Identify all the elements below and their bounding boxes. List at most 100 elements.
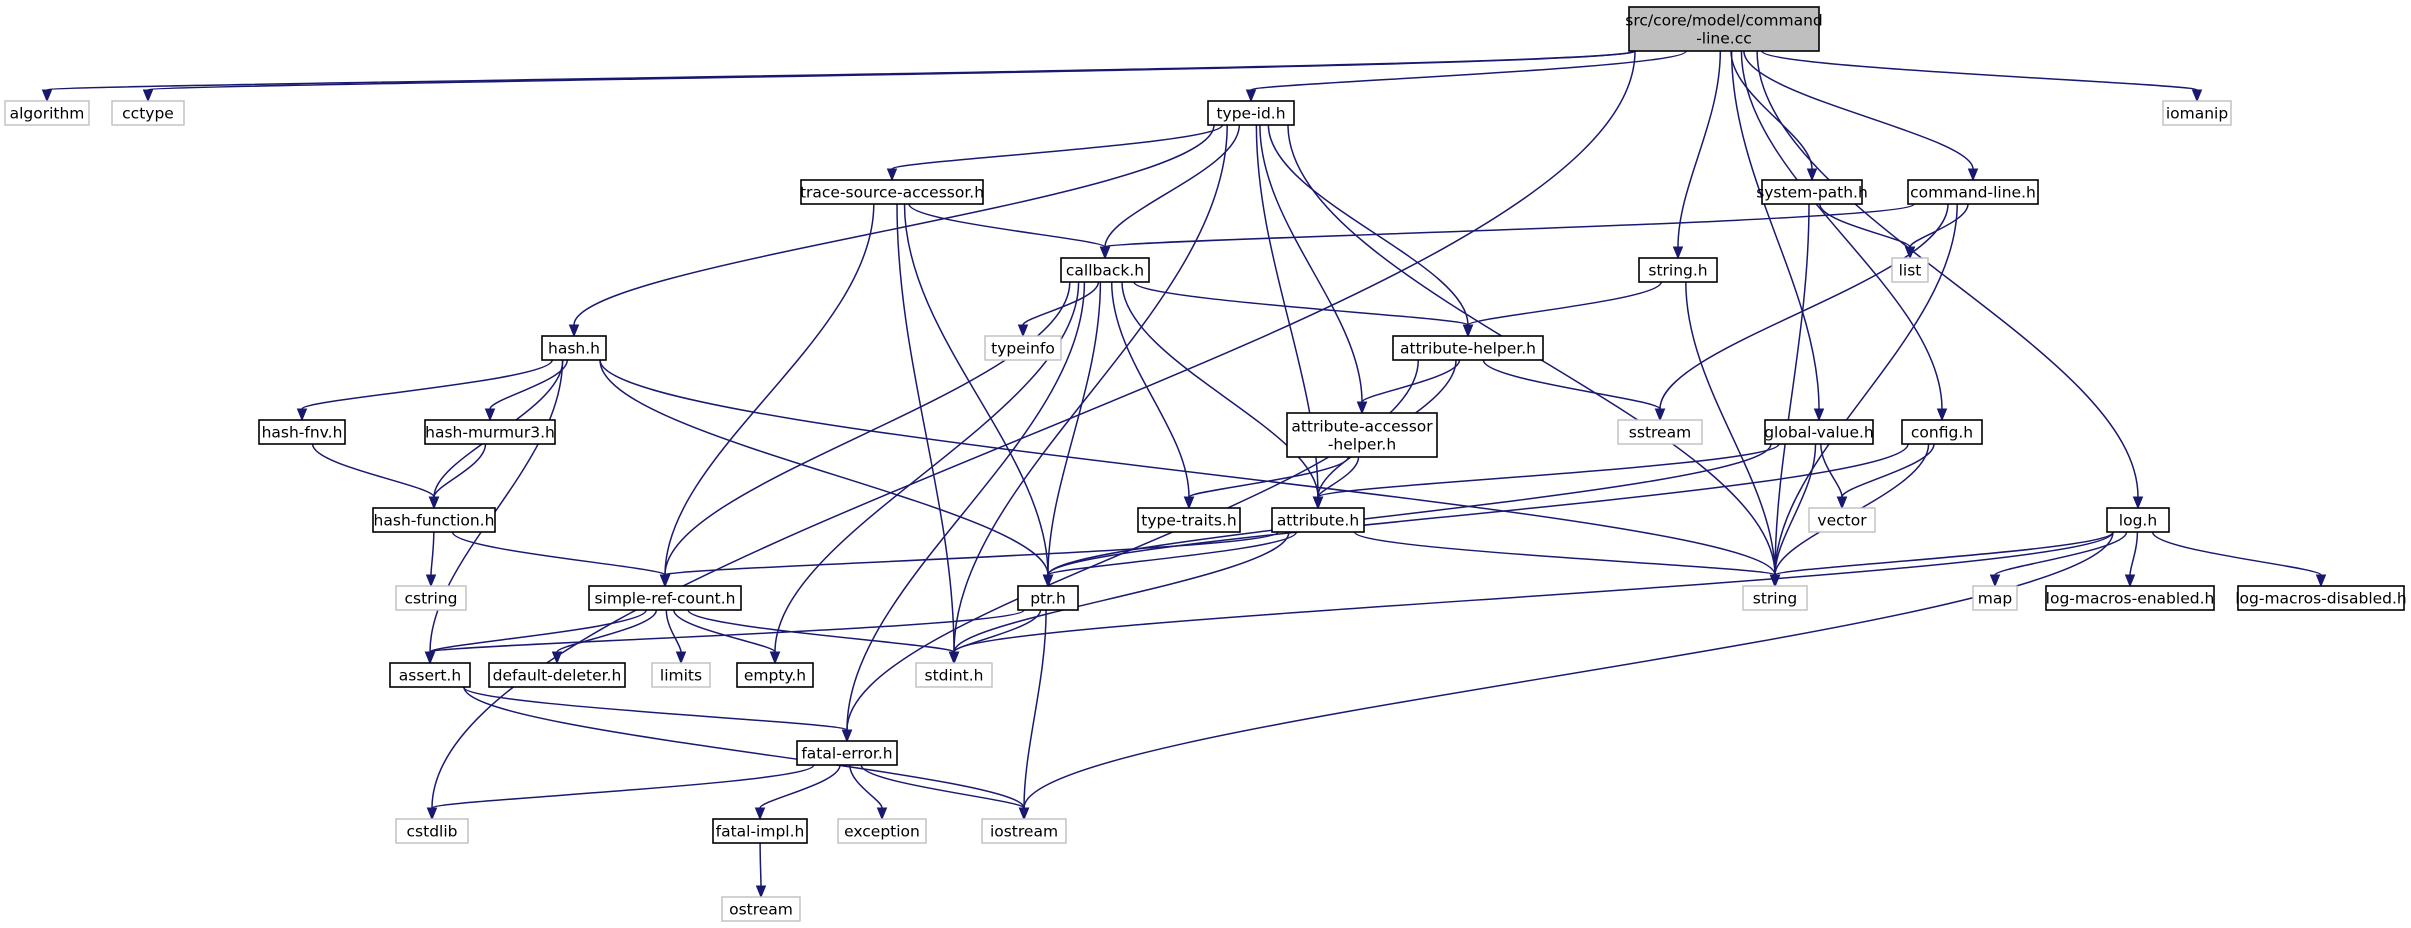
node-label: iomanip (2166, 105, 2228, 123)
node-string_h[interactable]: string.h (1638, 257, 1718, 283)
node-box (736, 662, 814, 688)
node-box (258, 419, 346, 445)
node-empty[interactable]: empty.h (736, 662, 814, 688)
node-box (1017, 585, 1079, 611)
node-label: cctype (122, 105, 174, 123)
node-box (1628, 6, 1820, 52)
node-box (796, 740, 898, 766)
node-attribute_accessor_helper[interactable]: attribute-accessor-helper.h (1286, 412, 1438, 458)
node-box (1891, 257, 1929, 283)
node-callback[interactable]: callback.h (1060, 257, 1150, 283)
node-hash_function[interactable]: hash-function.h (372, 507, 496, 533)
node-config[interactable]: config.h (1901, 419, 1983, 445)
edge-root-to-global_value (1730, 50, 1825, 422)
node-command_line[interactable]: command-line.h (1907, 179, 2039, 205)
edge-config-to-vector (1836, 443, 1935, 510)
node-label: ptr.h (1030, 590, 1066, 608)
node-ptr[interactable]: ptr.h (1017, 585, 1079, 611)
node-label: string.h (1648, 262, 1707, 280)
node-hash_fnv[interactable]: hash-fnv.h (258, 419, 346, 445)
node-type_traits[interactable]: type-traits.h (1137, 507, 1241, 533)
edge-system_path-to-list (1819, 203, 1916, 260)
node-attribute_helper[interactable]: attribute-helper.h (1392, 335, 1544, 361)
edge-simple_ref_count-to-limits (665, 609, 687, 665)
node-default_deleter[interactable]: default-deleter.h (488, 662, 626, 688)
edge-global_value-to-attribute (1312, 443, 1780, 510)
edge-log-to-log_macros_enabled (2124, 531, 2139, 588)
edge-root-to-system_path (1730, 50, 1818, 182)
edge-fatal_error-to-cstdlib (426, 764, 815, 821)
edge-log-to-log_macros_disabled (2151, 531, 2327, 588)
node-box (915, 662, 993, 688)
edge-root-to-cstdlib (426, 50, 1636, 821)
node-log_macros_disabled[interactable]: log-macros-disabled.h (2235, 585, 2407, 611)
node-attribute[interactable]: attribute.h (1271, 507, 1365, 533)
edge-ptr-to-assert (424, 609, 1025, 665)
edge-root-to-iomanip (1761, 50, 2203, 103)
node-box (1808, 507, 1876, 533)
edge-hash_murmur3-to-hash_function (428, 443, 487, 510)
node-box (981, 818, 1067, 844)
node-label: hash-function.h (374, 512, 495, 530)
edge-callback-to-typeinfo (1017, 281, 1100, 338)
node-label: cstdlib (407, 823, 458, 841)
edge-root-to-type_id (1245, 50, 1687, 103)
edge-fatal_error-to-iostream (860, 764, 1030, 821)
node-exception: exception (837, 818, 927, 844)
edge-callback-to-simple_ref_count (659, 281, 1071, 588)
edge-callback-to-attribute_helper (1133, 281, 1474, 338)
node-label: trace-source-accessor.h (800, 184, 984, 202)
edge-log-to-string_std (1769, 531, 2114, 588)
node-box (1286, 412, 1438, 458)
node-label: map (1978, 590, 2012, 608)
node-box (1060, 257, 1150, 283)
node-type_id[interactable]: type-id.h (1207, 100, 1295, 126)
node-global_value[interactable]: global-value.h (1764, 419, 1874, 445)
node-system_path[interactable]: system-path.h (1756, 179, 1868, 205)
node-label: hash.h (548, 340, 600, 358)
edge-hash-to-hash_fnv (296, 359, 553, 422)
node-box (1901, 419, 1983, 445)
node-hash[interactable]: hash.h (541, 335, 607, 361)
edge-layer (41, 50, 2327, 899)
edge-simple_ref_count-to-default_deleter (551, 609, 658, 665)
edge-hash_function-to-simple_ref_count (451, 531, 671, 588)
node-box (111, 100, 185, 126)
edge-trace_source_accessor-to-stdint (896, 203, 960, 665)
node-label: fatal-error.h (801, 745, 892, 763)
node-stdint: stdint.h (915, 662, 993, 688)
node-label: cstring (404, 590, 457, 608)
node-box (4, 100, 90, 126)
edge-assert-to-fatal_error (462, 686, 853, 743)
node-box (712, 818, 808, 844)
node-map: map (1972, 585, 2018, 611)
node-box (1638, 257, 1718, 283)
node-label: type-id.h (1216, 105, 1285, 123)
node-list: list (1891, 257, 1929, 283)
node-cstring: cstring (395, 585, 467, 611)
node-fatal_error[interactable]: fatal-error.h (796, 740, 898, 766)
node-log[interactable]: log.h (2106, 507, 2170, 533)
node-label: -line.cc (1696, 30, 1752, 48)
node-fatal_impl[interactable]: fatal-impl.h (712, 818, 808, 844)
node-log_macros_enabled[interactable]: log-macros-enabled.h (2045, 585, 2215, 611)
edge-fatal_error-to-fatal_impl (754, 764, 841, 821)
node-hash_murmur3[interactable]: hash-murmur3.h (424, 419, 556, 445)
node-box (837, 818, 927, 844)
node-label: iostream (990, 823, 1058, 841)
edge-attribute-to-string_std (1353, 531, 1781, 588)
edge-fatal_impl-to-ostream (755, 842, 767, 899)
node-simple_ref_count[interactable]: simple-ref-count.h (588, 585, 742, 611)
node-assert[interactable]: assert.h (389, 662, 471, 688)
node-root[interactable]: src/core/model/command-line.cc (1625, 6, 1823, 52)
edge-callback-to-type_traits (1110, 281, 1195, 510)
edge-string_h-to-attribute_helper (1462, 281, 1662, 338)
node-iostream: iostream (981, 818, 1067, 844)
node-box (651, 662, 711, 688)
node-trace_source_accessor[interactable]: trace-source-accessor.h (800, 179, 984, 205)
node-limits: limits (651, 662, 711, 688)
edge-type_id-to-attribute_helper (1267, 124, 1474, 338)
node-label: attribute-accessor (1291, 418, 1433, 436)
